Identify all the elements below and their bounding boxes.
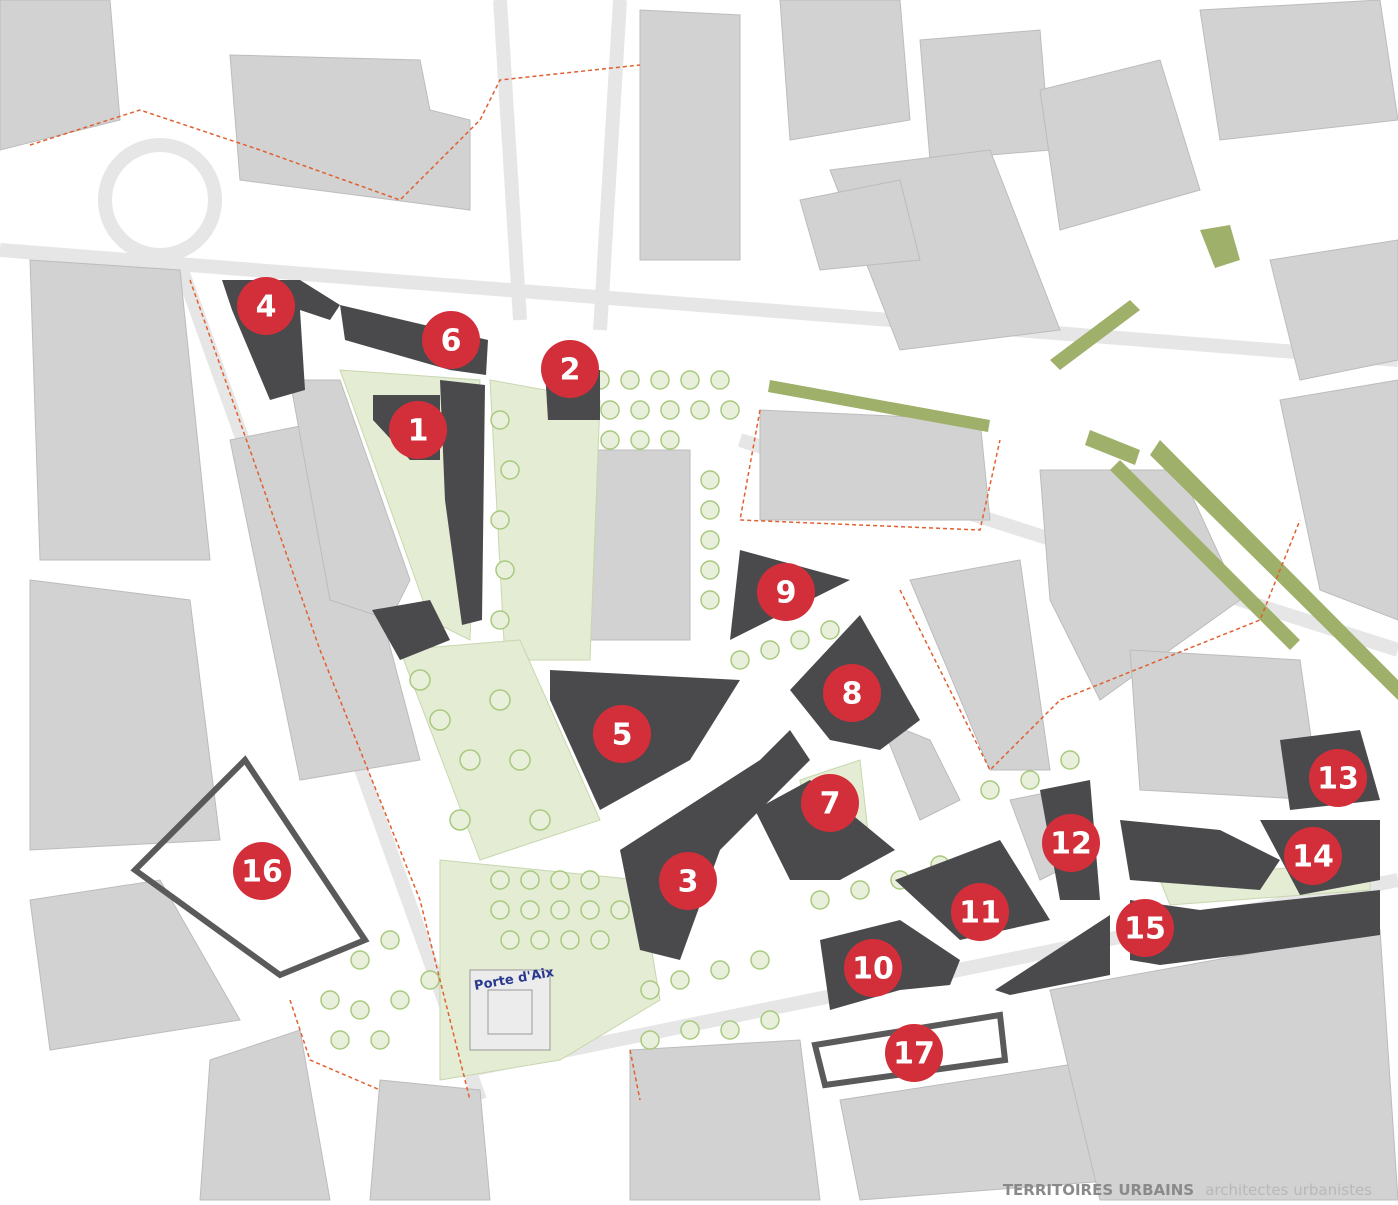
marker-14[interactable]: 14 bbox=[1284, 827, 1342, 885]
marker-14-label: 14 bbox=[1292, 840, 1334, 875]
marker-7[interactable]: 7 bbox=[801, 774, 859, 832]
marker-10-label: 10 bbox=[852, 952, 894, 987]
study-perimeters bbox=[130, 755, 1009, 1089]
marker-1-label: 1 bbox=[408, 414, 429, 449]
marker-11[interactable]: 11 bbox=[951, 883, 1009, 941]
marker-9-label: 9 bbox=[776, 576, 797, 611]
marker-13-label: 13 bbox=[1317, 762, 1359, 797]
marker-7-label: 7 bbox=[820, 787, 841, 822]
map-credit: TERRITOIRES URBAINS architectes urbanist… bbox=[1003, 1180, 1372, 1199]
porte-d-aix-plaza bbox=[469, 969, 551, 1051]
tree-clusters bbox=[320, 370, 1080, 1050]
marker-4[interactable]: 4 bbox=[237, 277, 295, 335]
marker-10[interactable]: 10 bbox=[844, 939, 902, 997]
credit-brand: TERRITOIRES URBAINS bbox=[1003, 1181, 1194, 1199]
marker-11-label: 11 bbox=[959, 896, 1001, 931]
marker-12[interactable]: 12 bbox=[1042, 814, 1100, 872]
marker-16[interactable]: 16 bbox=[233, 842, 291, 900]
marker-13[interactable]: 13 bbox=[1309, 749, 1367, 807]
marker-5-label: 5 bbox=[612, 718, 633, 753]
marker-15-label: 15 bbox=[1124, 912, 1166, 947]
marker-4-label: 4 bbox=[256, 290, 277, 325]
marker-1[interactable]: 1 bbox=[389, 401, 447, 459]
marker-17-label: 17 bbox=[893, 1037, 935, 1072]
credit-suffix: architectes urbanistes bbox=[1205, 1181, 1372, 1199]
boundary-lines bbox=[29, 64, 1301, 1101]
marker-5[interactable]: 5 bbox=[593, 705, 651, 763]
marker-16-label: 16 bbox=[241, 855, 283, 890]
marker-15[interactable]: 15 bbox=[1116, 899, 1174, 957]
marker-17[interactable]: 17 bbox=[885, 1024, 943, 1082]
green-median-strips bbox=[768, 225, 1398, 700]
marker-2[interactable]: 2 bbox=[541, 340, 599, 398]
svg-text:TERRITOIRES URBAINS arch: TERRITOIRES URBAINS architectes urbanist… bbox=[1003, 1180, 1372, 1199]
marker-6-label: 6 bbox=[441, 324, 462, 359]
porte-d-aix-landmark: Porte d'Aix bbox=[469, 965, 556, 1051]
marker-8[interactable]: 8 bbox=[823, 664, 881, 722]
marker-6[interactable]: 6 bbox=[422, 311, 480, 369]
marker-2-label: 2 bbox=[560, 353, 581, 388]
marker-9[interactable]: 9 bbox=[757, 563, 815, 621]
marker-3-label: 3 bbox=[678, 865, 699, 900]
marker-3[interactable]: 3 bbox=[659, 852, 717, 910]
porte-d-aix-monument bbox=[487, 989, 533, 1035]
marker-8-label: 8 bbox=[842, 677, 863, 712]
marker-12-label: 12 bbox=[1050, 827, 1092, 862]
